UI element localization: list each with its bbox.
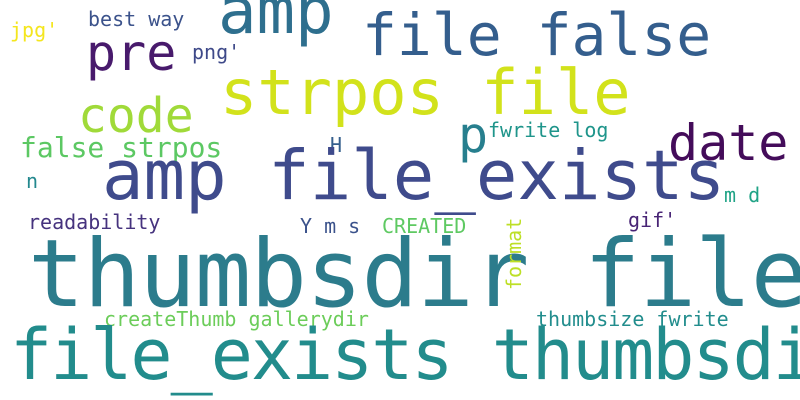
word-p: p: [458, 106, 489, 164]
word-thumbsdir-file: thumbsdir file: [28, 220, 800, 329]
word-false-strpos: false strpos: [20, 131, 223, 164]
word-gif: gif': [628, 208, 677, 232]
word-strpos-file: strpos file: [220, 56, 631, 129]
word-createthumb-gallerydir: createThumb gallerydir: [104, 307, 369, 331]
word-amp: amp: [218, 0, 334, 49]
word-readability: readability: [28, 210, 161, 234]
word-file-false: file false: [362, 1, 712, 69]
word-created: CREATED: [382, 214, 467, 238]
word-format: format: [502, 217, 526, 290]
word-m-d: m d: [724, 183, 761, 207]
word-code: code: [78, 88, 194, 144]
word-n: n: [26, 169, 39, 193]
word-fwrite-log: fwrite log: [488, 118, 609, 142]
word-amp-file-exists: amp file_exists: [102, 136, 726, 216]
word-file-exists-thumbsdir: file_exists thumbsdir: [10, 314, 800, 396]
word-best-way: best way: [88, 7, 185, 31]
word-thumbsize-fwrite: thumbsize fwrite: [536, 307, 729, 331]
word-pre: pre: [86, 24, 177, 82]
word-date: date: [668, 114, 789, 172]
word-jpg: jpg': [10, 18, 59, 42]
word-y-m-s: Y m s: [300, 214, 361, 238]
word-h: H: [330, 133, 343, 157]
word-png: png': [192, 40, 241, 64]
